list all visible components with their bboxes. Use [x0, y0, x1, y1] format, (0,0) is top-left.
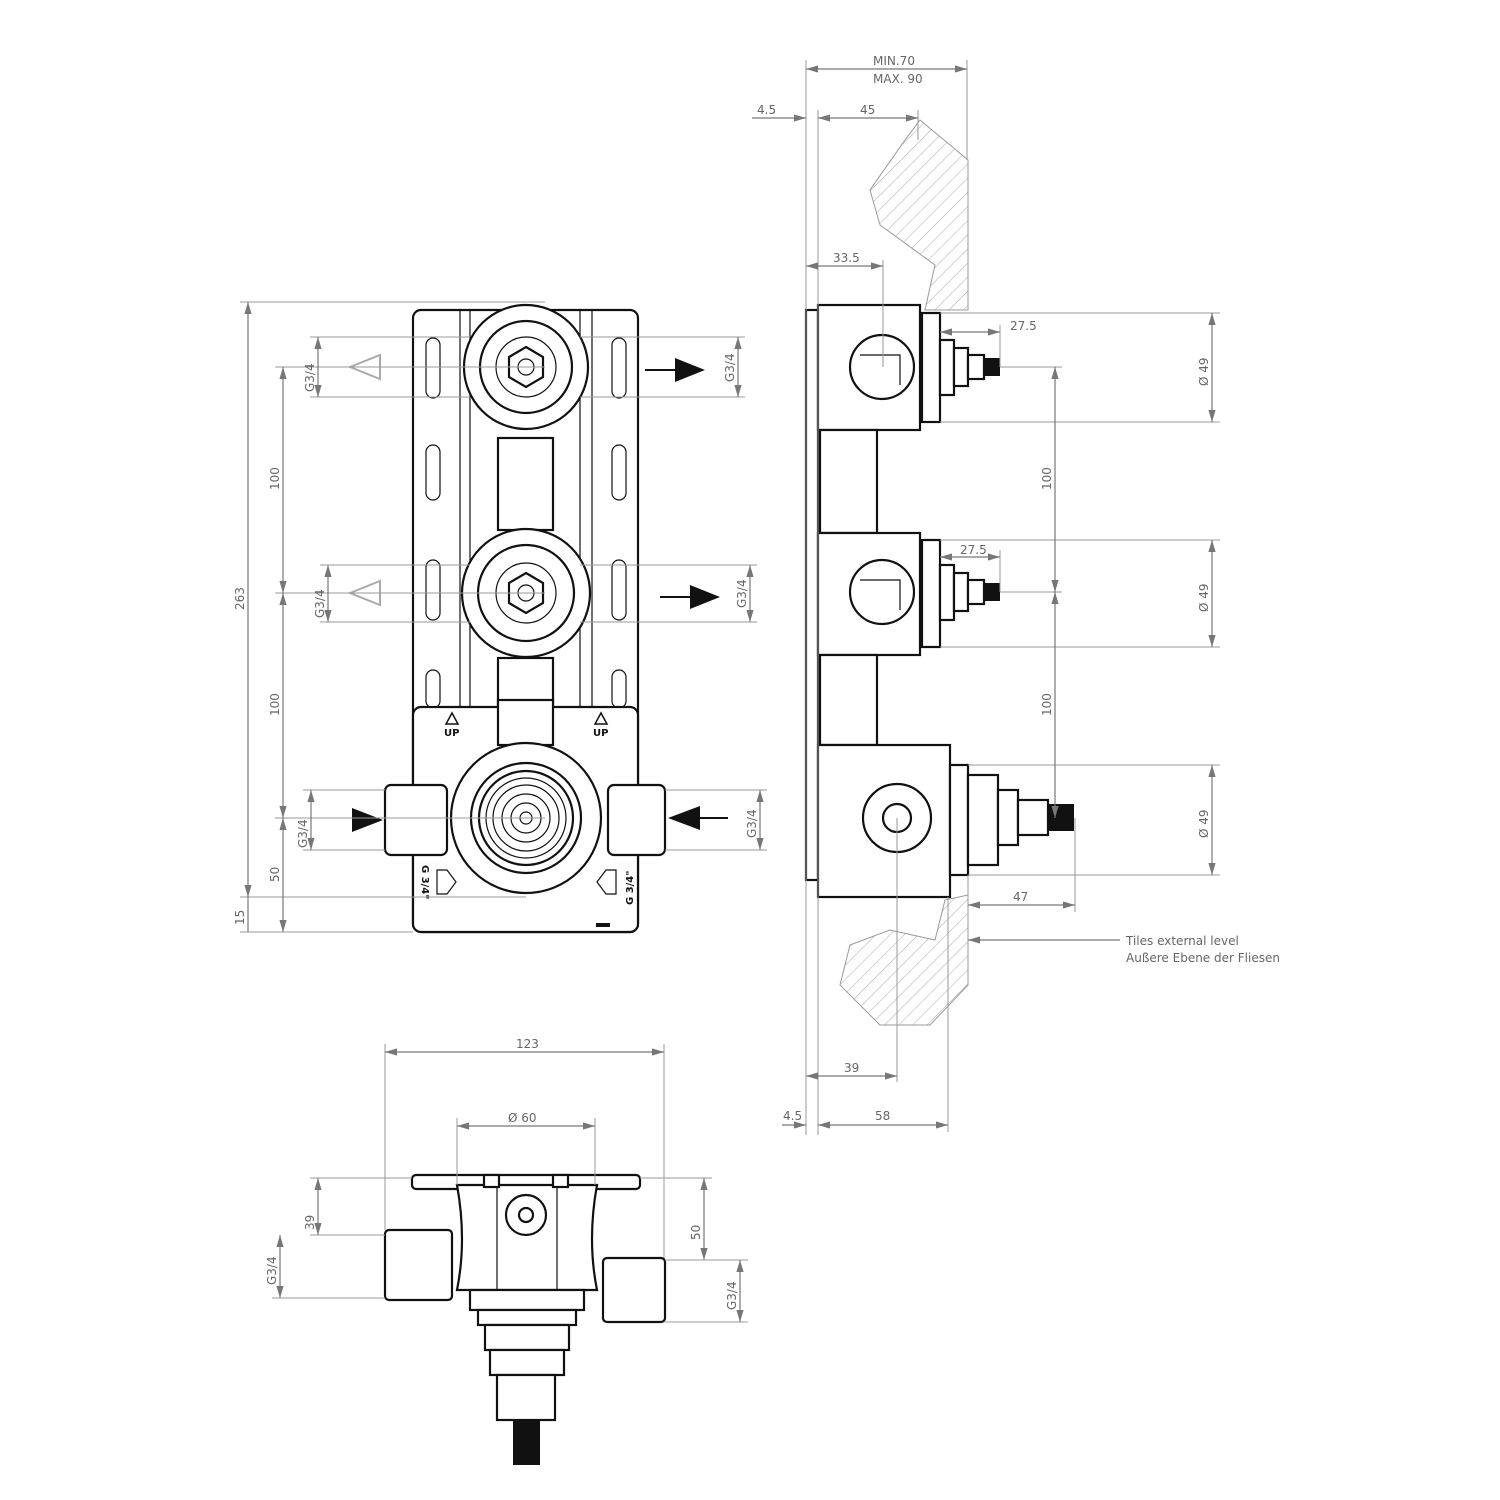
- body: [455, 1183, 599, 1292]
- connector-pipe-upper: [496, 436, 555, 532]
- outlet-arrow-right-top-icon: [645, 358, 705, 382]
- wall-plate: [804, 308, 820, 882]
- bottom-thread-left: G3/4: [265, 1256, 279, 1285]
- up-arrow-left-icon: [444, 711, 460, 725]
- dim-spacing-lower: 100: [268, 693, 282, 716]
- outlet-arrow-right-middle-icon: [660, 585, 720, 609]
- bottom-thread-right: G3/4: [725, 1281, 739, 1310]
- up-arrow-right-icon: [593, 711, 609, 725]
- side-view: MIN.70 MAX. 90 4.5 45 33.5 27.5 27.5 Ø 4…: [752, 54, 1280, 1135]
- water-drop-left-icon: [436, 869, 457, 895]
- spacing-upper: 100: [1040, 467, 1054, 490]
- bottom-dim-39: 39: [303, 1215, 317, 1230]
- dim-39: 39: [844, 1061, 859, 1075]
- thread-right-middle: G3/4: [735, 579, 749, 608]
- dim-45: 45: [860, 103, 875, 117]
- dim-33-5: 33.5: [833, 251, 860, 265]
- spindle-bottom: 47: [1013, 890, 1028, 904]
- up-marker-right: UP: [593, 728, 608, 739]
- dim-inlet-offset: 50: [268, 867, 282, 882]
- thread-right-top: G3/4: [723, 353, 737, 382]
- dim-bottom-margin: 15: [233, 910, 247, 925]
- pipe-upper: [818, 428, 879, 535]
- bottom-view: 123 Ø 60 39 G3/4 50 G3/4: [265, 1037, 748, 1465]
- plate-thickness-top: 4.5: [757, 103, 776, 117]
- wall-section-top: [869, 119, 969, 311]
- dim-58: 58: [875, 1109, 890, 1123]
- tiles-note-de: Außere Ebene der Fliesen: [1126, 951, 1280, 965]
- spacing-lower: 100: [1040, 693, 1054, 716]
- diameter-middle: Ø 49: [1197, 583, 1211, 612]
- tiles-note-en: Tiles external level: [1125, 934, 1239, 948]
- dim-total-height: 263: [233, 587, 247, 610]
- dim-spacing-upper: 100: [268, 467, 282, 490]
- inlet-left: [383, 783, 449, 857]
- depth-min: MIN.70: [873, 54, 915, 68]
- up-marker-left: UP: [444, 728, 459, 739]
- inlet-mark-left: G 3/4": [419, 865, 430, 899]
- inlet-arrow-right-icon: [668, 806, 728, 830]
- bottom-width: 123: [516, 1037, 539, 1051]
- pipe-lower: [818, 653, 879, 747]
- inlet-right: [606, 783, 667, 857]
- inlet-left: [383, 1228, 454, 1302]
- water-drop-right-icon: [596, 869, 617, 895]
- thread-left-middle: G3/4: [313, 589, 327, 618]
- diameter-bottom: Ø 49: [1197, 809, 1211, 838]
- depth-max: MAX. 90: [873, 72, 923, 86]
- spindle: [513, 1420, 540, 1465]
- inlet-arrow-left-icon: [352, 808, 383, 832]
- inlet-right: [601, 1256, 667, 1324]
- diameter-top: Ø 49: [1197, 357, 1211, 386]
- spindle-top: 27.5: [1010, 319, 1037, 333]
- plate-thickness-bottom: 4.5: [783, 1109, 802, 1123]
- front-view: UP UP G 3/4" G 3/4": [233, 301, 767, 934]
- thread-left-bottom: G3/4: [296, 819, 310, 848]
- wall-section-bottom: [839, 894, 969, 1026]
- bottom-dim-50: 50: [689, 1225, 703, 1240]
- thread-right-bottom: G3/4: [745, 809, 759, 838]
- thread-left-top: G3/4: [303, 363, 317, 392]
- inlet-mark-right: G 3/4": [625, 871, 636, 905]
- bottom-diameter: Ø 60: [508, 1111, 537, 1125]
- spindle-middle: 27.5: [960, 543, 987, 557]
